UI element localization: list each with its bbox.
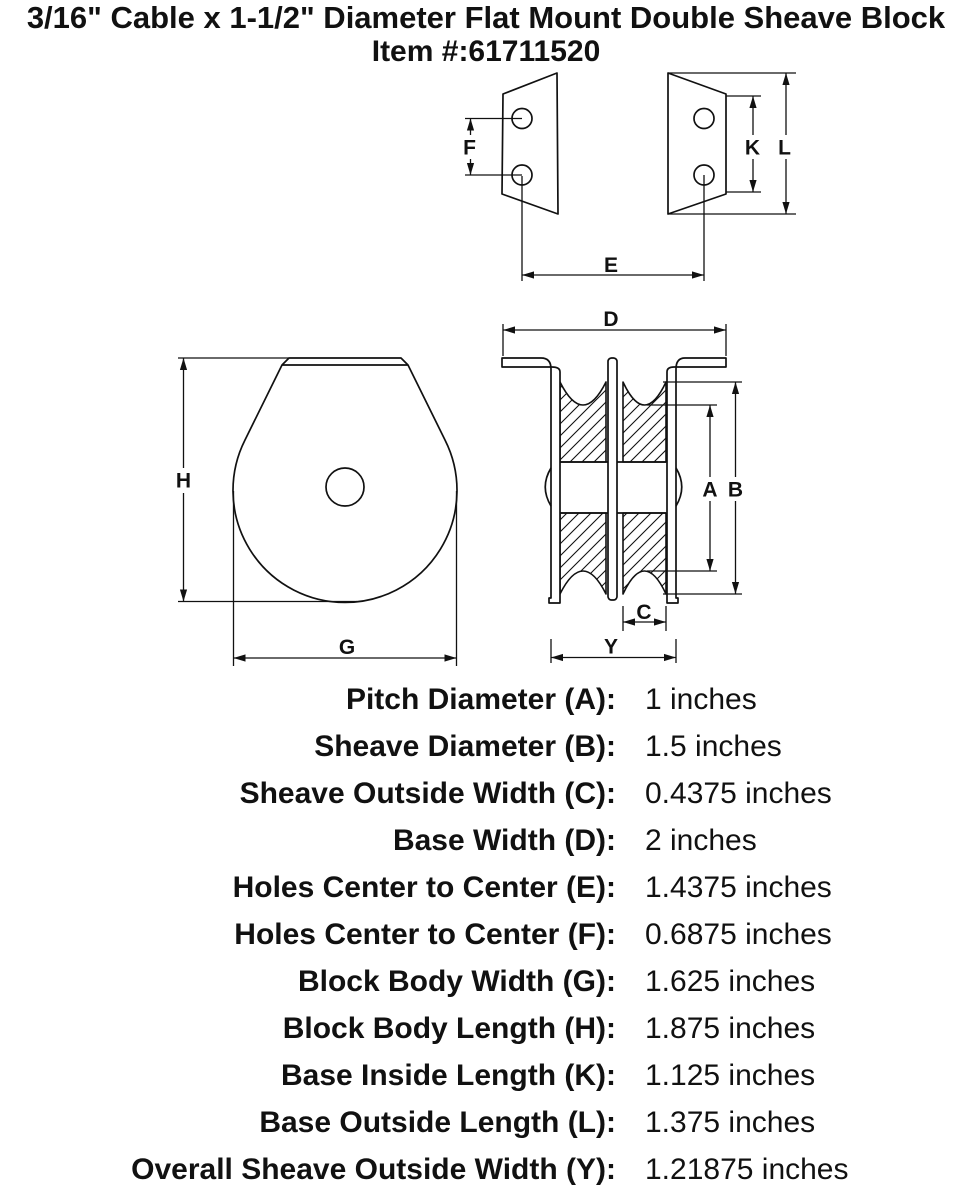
spec-value: 1.875 inches [645, 1011, 816, 1045]
side-plate-left [501, 357, 561, 604]
block-body-side-view [178, 357, 458, 604]
dimension-k: K [726, 95, 764, 193]
dim-label-h: H [176, 470, 191, 493]
spec-value: 1.21875 inches [645, 1152, 849, 1186]
bracket-hole [693, 107, 715, 130]
dimension-f: F [458, 117, 522, 176]
sheave-section-view [501, 357, 727, 604]
dim-label-e: E [604, 254, 618, 277]
sheave-left-lower [559, 512, 607, 595]
spec-row-holes-center-e: Holes Center to Center (E): 1.4375 inche… [0, 864, 972, 911]
dimension-y: Y [550, 636, 677, 663]
sheave-right-upper [622, 381, 667, 463]
spec-label: Block Body Width (G): [297, 964, 616, 998]
dim-label-y: Y [604, 636, 618, 659]
center-plate [607, 357, 618, 601]
spec-label: Pitch Diameter (A): [345, 682, 616, 716]
spec-row-overall-sheave-width: Overall Sheave Outside Width (Y): 1.2187… [0, 1146, 972, 1193]
spec-value: 1 inches [645, 682, 757, 716]
item-number: Item #:61711520 [371, 35, 601, 68]
spec-row-block-body-length: Block Body Length (H): 1.875 inches [0, 1005, 972, 1052]
dim-label-l: L [778, 137, 791, 160]
dim-label-a: A [702, 479, 717, 502]
dim-label-k: K [745, 137, 760, 160]
spec-label: Holes Center to Center (E): [232, 870, 616, 904]
dim-label-g: G [339, 636, 355, 659]
sheave-left-upper [559, 381, 607, 463]
sheave-right-lower [622, 512, 667, 595]
dimension-g: G [232, 491, 458, 666]
spec-value: 1.375 inches [645, 1105, 816, 1139]
dimension-a: A [647, 404, 721, 572]
axle-end-left [544, 467, 552, 507]
bracket-top-view-right [667, 72, 727, 215]
dimension-d: D [502, 308, 727, 356]
spec-value: 0.4375 inches [645, 776, 832, 810]
spec-label: Block Body Length (H): [282, 1011, 616, 1045]
dimension-h: H [172, 358, 357, 603]
spec-label: Base Inside Length (K): [280, 1058, 616, 1092]
spec-value: 1.125 inches [645, 1058, 816, 1092]
header: 3/16" Cable x 1-1/2" Diameter Flat Mount… [0, 0, 972, 68]
page-title: 3/16" Cable x 1-1/2" Diameter Flat Mount… [26, 0, 946, 35]
spec-label: Holes Center to Center (F): [234, 917, 616, 951]
dim-label-c: C [636, 601, 651, 624]
dimension-c: C [622, 601, 667, 631]
bracket-top-view-left [501, 72, 559, 215]
spec-value: 2 inches [645, 823, 757, 857]
spec-value: 1.4375 inches [645, 870, 832, 904]
spec-row-base-outside-length: Base Outside Length (L): 1.375 inches [0, 1099, 972, 1146]
spec-row-holes-center-f: Holes Center to Center (F): 0.6875 inche… [0, 911, 972, 958]
spec-row-pitch-diameter: Pitch Diameter (A): 1 inches [0, 676, 972, 723]
axle-hole [325, 467, 365, 507]
dim-label-d: D [603, 308, 618, 331]
spec-label: Base Outside Length (L): [259, 1105, 616, 1139]
spec-row-base-inside-length: Base Inside Length (K): 1.125 inches [0, 1052, 972, 1099]
spec-label: Overall Sheave Outside Width (Y): [131, 1152, 616, 1186]
spec-row-block-body-width: Block Body Width (G): 1.625 inches [0, 958, 972, 1005]
spec-label: Base Width (D): [392, 823, 616, 857]
dimension-b: B [663, 381, 747, 595]
spec-value: 1.625 inches [645, 964, 816, 998]
spec-value: 1.5 inches [645, 729, 782, 763]
dimension-l: L [668, 72, 796, 215]
axle-end-right [675, 467, 683, 507]
spec-value: 0.6875 inches [645, 917, 832, 951]
dim-label-b: B [728, 479, 743, 502]
spec-row-base-width: Base Width (D): 2 inches [0, 817, 972, 864]
spec-label: Sheave Outside Width (C): [239, 776, 616, 810]
spec-label: Sheave Diameter (B): [314, 729, 616, 763]
spec-row-sheave-diameter: Sheave Diameter (B): 1.5 inches [0, 723, 972, 770]
dim-label-f: F [463, 137, 476, 160]
spec-row-sheave-outside-width: Sheave Outside Width (C): 0.4375 inches [0, 770, 972, 817]
dimension-e: E [521, 175, 705, 281]
